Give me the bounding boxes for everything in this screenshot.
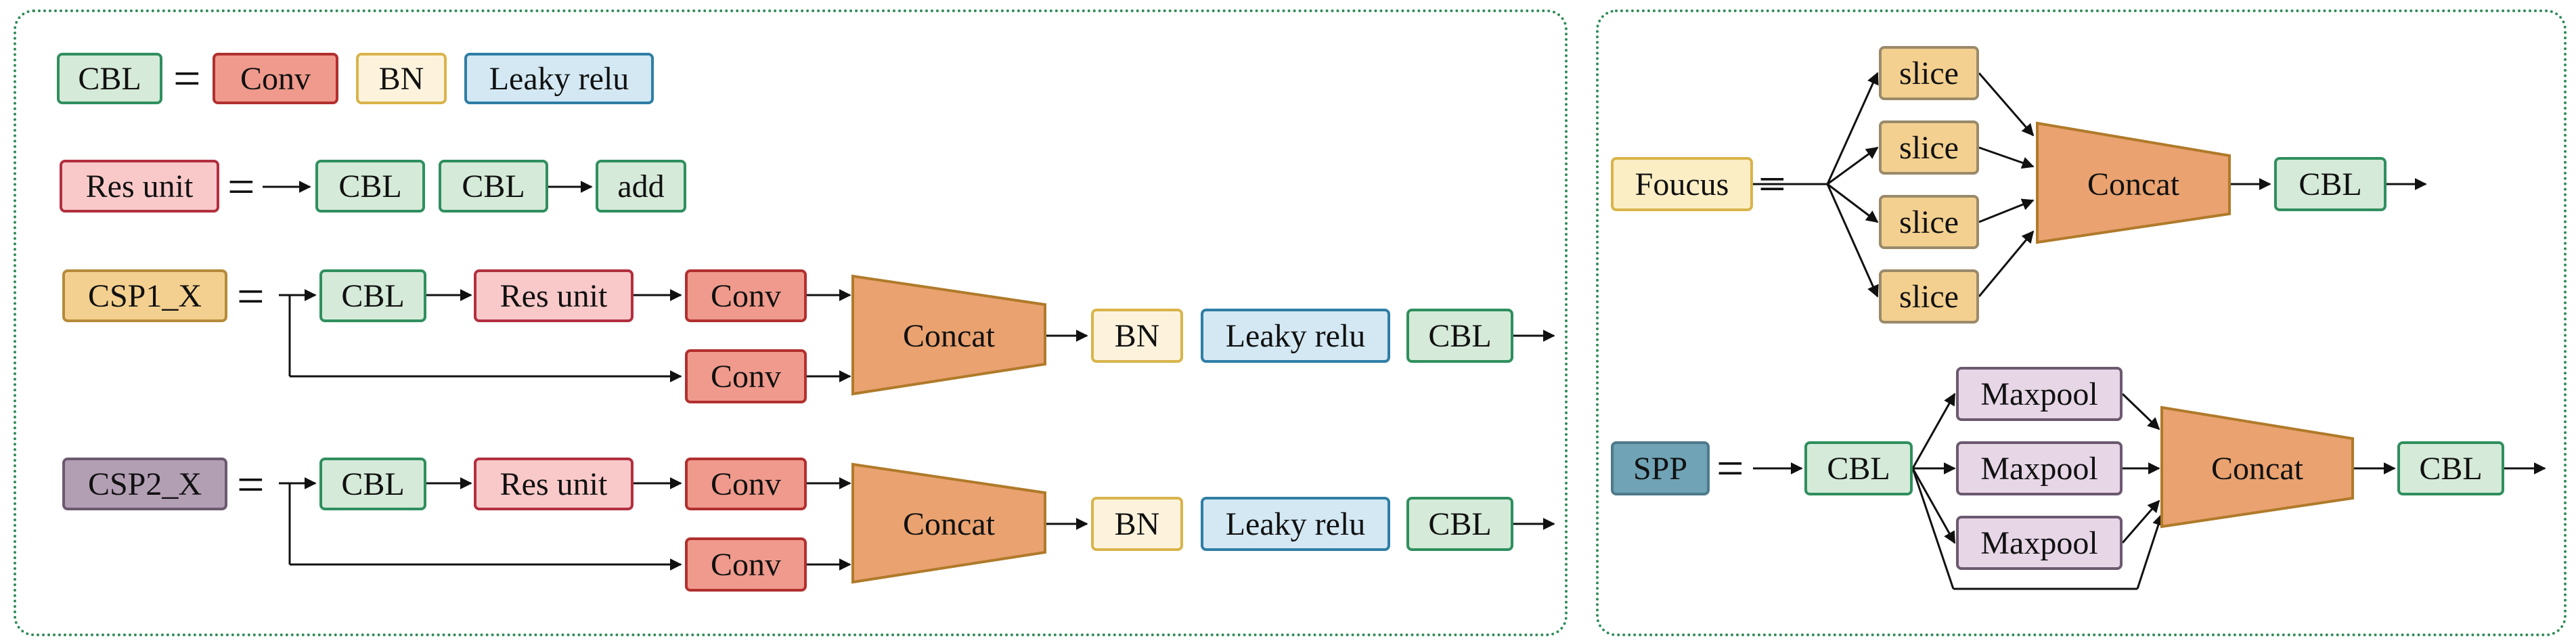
cbl-def-bn: BN: [356, 53, 447, 104]
cbl-def-lhs: CBL: [57, 53, 162, 104]
focus-slice-3: slice: [1879, 195, 1979, 249]
csp2-concat-label: Concat: [903, 506, 995, 542]
res-def-add: add: [596, 160, 686, 213]
cbl-def-equals: =: [173, 51, 201, 106]
res-def-lhs: Res unit: [60, 160, 219, 213]
csp1-equals: =: [237, 269, 265, 324]
focus-cbl-out: CBL: [2274, 157, 2386, 211]
spp-cbl: CBL: [1804, 441, 1913, 495]
csp2-equals: =: [237, 458, 265, 512]
focus-lhs: Foucus: [1611, 157, 1753, 211]
spp-maxpool-2: Maxpool: [1956, 441, 2123, 495]
csp1-cbl-out: CBL: [1406, 309, 1513, 363]
spp-concat-label: Concat: [2211, 450, 2303, 487]
focus-connectors: [1753, 72, 2427, 298]
csp1-connectors: [279, 289, 1555, 382]
csp1-conv-bottom: Conv: [685, 349, 807, 403]
csp2-lhs: CSP2_X: [62, 458, 227, 510]
focus-equals: =: [1758, 157, 1786, 211]
csp2-cbl: CBL: [319, 458, 426, 510]
csp2-bn: BN: [1091, 497, 1183, 551]
cbl-def-leaky-relu: Leaky relu: [464, 53, 654, 104]
csp1-cbl: CBL: [319, 269, 426, 322]
csp2-cbl-out: CBL: [1406, 497, 1513, 551]
res-def-equals: =: [227, 160, 255, 214]
left-panel: [14, 9, 1568, 636]
csp2-concat-shape: [851, 462, 1046, 584]
focus-slice-4: slice: [1879, 269, 1979, 324]
res-def-cbl-1: CBL: [315, 160, 425, 213]
focus-slice-1: slice: [1879, 46, 1979, 100]
spp-lhs: SPP: [1611, 441, 1710, 495]
csp2-res-unit: Res unit: [474, 458, 634, 510]
spp-connectors: [1753, 393, 2546, 590]
focus-slice-2: slice: [1879, 120, 1979, 175]
spp-cbl-out: CBL: [2397, 441, 2504, 495]
res-def-cbl-2: CBL: [439, 160, 548, 213]
csp1-conv-top: Conv: [685, 269, 807, 322]
spp-maxpool-3: Maxpool: [1956, 516, 2123, 570]
csp1-bn: BN: [1091, 309, 1183, 363]
csp2-conv-top: Conv: [685, 458, 807, 510]
csp2-leaky-relu: Leaky relu: [1201, 497, 1390, 551]
spp-equals: =: [1716, 441, 1744, 495]
csp1-concat-label: Concat: [903, 317, 995, 354]
spp-concat-shape: [2160, 405, 2354, 529]
focus-concat-label: Concat: [2087, 166, 2179, 202]
csp1-res-unit: Res unit: [474, 269, 634, 322]
csp2-connectors: [279, 477, 1555, 571]
spp-maxpool-1: Maxpool: [1956, 367, 2123, 421]
csp1-lhs: CSP1_X: [62, 269, 227, 322]
focus-concat-shape: [2036, 121, 2231, 244]
cbl-def-conv: Conv: [213, 53, 338, 104]
csp2-conv-bottom: Conv: [685, 537, 807, 592]
csp1-concat-shape: [851, 274, 1046, 396]
right-panel: [1596, 9, 2567, 636]
csp1-leaky-relu: Leaky relu: [1201, 309, 1390, 363]
